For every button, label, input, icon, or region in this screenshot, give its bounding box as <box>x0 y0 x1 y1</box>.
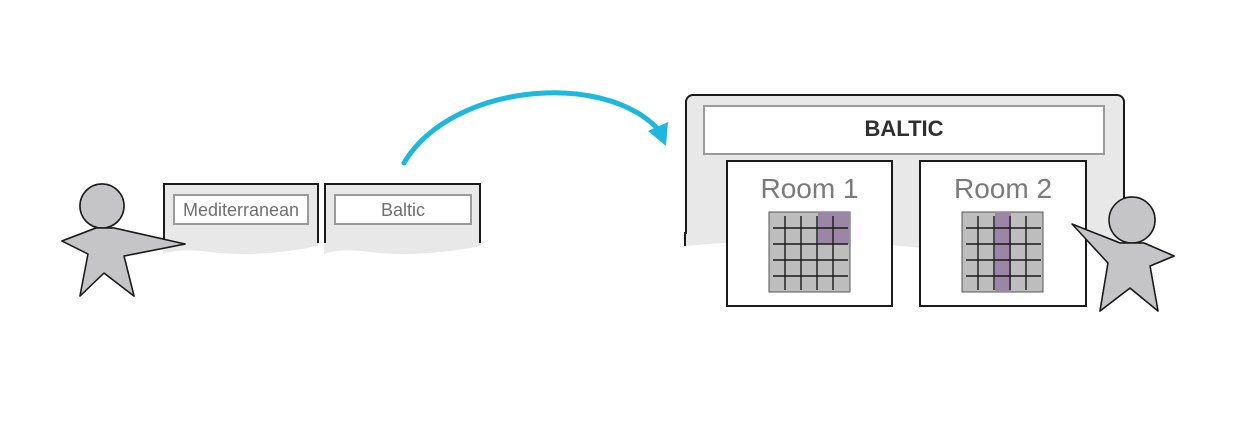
grid-icon <box>961 211 1044 293</box>
room-title: Room 2 <box>953 173 1053 204</box>
tab-label: Baltic <box>334 194 472 225</box>
room-title: Room 1 <box>760 173 859 204</box>
grid-icon <box>768 211 851 293</box>
person-icon <box>1071 196 1175 312</box>
tab-mediterranean[interactable]: Mediterranean <box>163 183 319 243</box>
tab-baltic[interactable]: Baltic <box>324 183 481 243</box>
tab-bottom-edge <box>324 240 481 254</box>
window-title: BALTIC <box>703 105 1105 155</box>
tab-bottom-edge <box>163 240 318 254</box>
curved-arrow-icon <box>401 90 668 166</box>
person-icon <box>61 183 186 297</box>
tab-label: Mediterranean <box>173 194 309 225</box>
